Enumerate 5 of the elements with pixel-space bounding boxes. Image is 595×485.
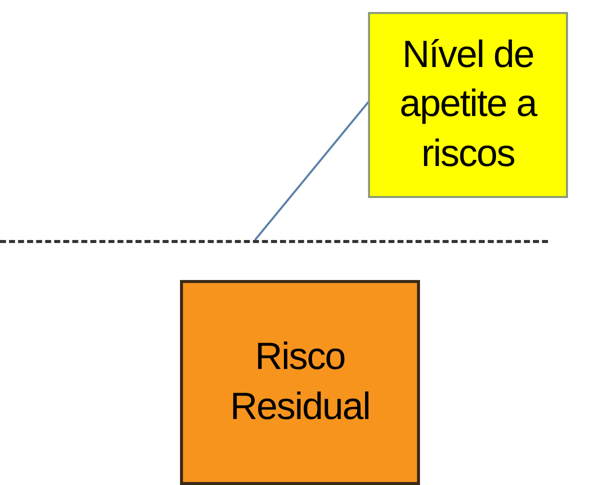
process-box	[180, 280, 420, 485]
callout-box	[368, 12, 568, 198]
node-label: Nível de apetite a riscos	[398, 32, 538, 177]
dashed-threshold-line	[0, 240, 548, 246]
node-label: Risco Residual	[229, 335, 371, 430]
